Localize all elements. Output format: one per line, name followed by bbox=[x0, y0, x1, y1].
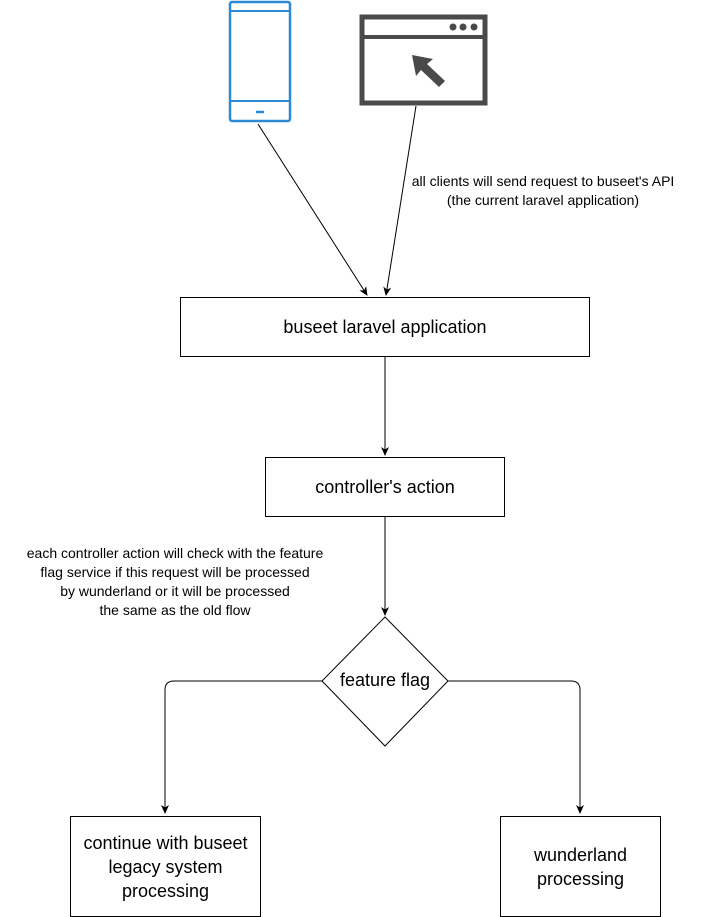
legacy-processing-box: continue with buseet legacy system proce… bbox=[70, 816, 261, 917]
clients-note: all clients will send request to buseet'… bbox=[383, 172, 701, 210]
browser-to-app-arrow bbox=[383, 105, 417, 296]
controller-note: each controller action will check with t… bbox=[0, 544, 350, 620]
feature-flag-label: feature flag bbox=[339, 670, 431, 690]
buseet-app-box: buseet laravel application bbox=[180, 297, 590, 357]
controller-note-line: by wunderland or it will be processed bbox=[60, 583, 290, 599]
cursor-arrow-icon bbox=[412, 55, 445, 87]
controller-note-line: each controller action will check with t… bbox=[26, 545, 324, 561]
controller-note-line: flag service if this request will be pro… bbox=[40, 564, 310, 580]
clients-note-line: all clients will send request to buseet'… bbox=[411, 173, 675, 189]
feature-flag-decision-shape bbox=[321, 616, 449, 747]
wunderland-processing-line: wunderland bbox=[533, 844, 628, 865]
controller-note-line: the same as the old flow bbox=[99, 602, 251, 618]
wunderland-processing-box: wunderland processing bbox=[500, 816, 661, 917]
decision-to-legacy-arrow bbox=[161, 680, 322, 814]
window-control-dot-icon bbox=[470, 23, 478, 31]
legacy-processing-line: continue with buseet bbox=[83, 832, 248, 853]
legacy-processing-line: processing bbox=[121, 880, 210, 901]
controller-action-label: controller's action bbox=[315, 477, 455, 497]
window-control-dot-icon bbox=[459, 23, 467, 31]
browser-window-icon bbox=[359, 14, 488, 106]
phone-to-app-arrow bbox=[257, 123, 368, 296]
clients-note-line: (the current laravel application) bbox=[446, 192, 640, 208]
decision-to-wunderland-arrow bbox=[448, 680, 584, 814]
window-control-dot-icon bbox=[449, 23, 457, 31]
smartphone-icon bbox=[228, 0, 292, 123]
controller-action-box: controller's action bbox=[265, 457, 505, 517]
legacy-processing-line: legacy system bbox=[108, 856, 223, 877]
wunderland-processing-line: processing bbox=[536, 868, 625, 889]
buseet-app-label: buseet laravel application bbox=[283, 317, 487, 337]
